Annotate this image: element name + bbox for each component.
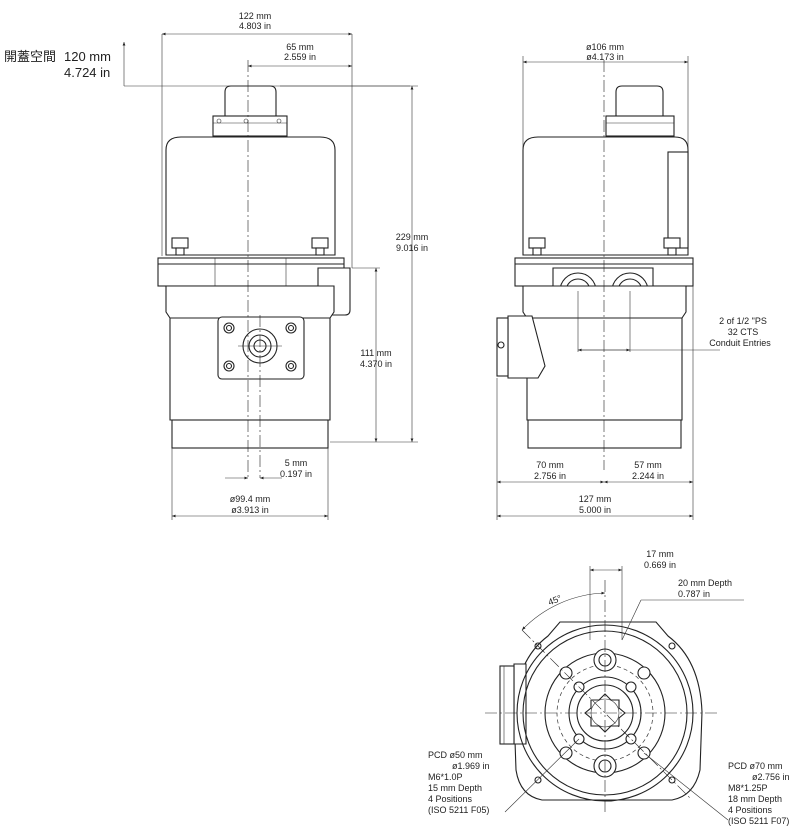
base-dia-mm-label: ø99.4 mm bbox=[230, 494, 271, 504]
drive-offset-in-label: 0.669 in bbox=[644, 560, 676, 570]
shaft-offset-in-label: 0.197 in bbox=[280, 469, 312, 479]
right-offset-mm-label: 57 mm bbox=[634, 460, 662, 470]
cover-dia-in-label: ø4.173 in bbox=[586, 52, 624, 62]
pcd-small-line1: PCD ø50 mm bbox=[428, 750, 483, 760]
conduit-line1-label: 2 of 1/2 "PS bbox=[719, 316, 767, 326]
offset-mm-label: 65 mm bbox=[286, 42, 314, 52]
angle-label: 45° bbox=[547, 593, 564, 608]
drive-depth-label: 20 mm Depth bbox=[678, 578, 732, 588]
pcd-small-line2: ø1.969 in bbox=[452, 761, 490, 771]
side-dimensions bbox=[496, 56, 720, 520]
pcd-small-line6: (ISO 5211 F05) bbox=[428, 805, 489, 815]
conduit-line3-label: Conduit Entries bbox=[709, 338, 771, 348]
clearance-mm-label: 120 mm bbox=[64, 49, 111, 64]
clearance-in-label: 4.724 in bbox=[64, 65, 110, 80]
pcd-large-line2: ø2.756 in bbox=[752, 772, 790, 782]
height-mm-label: 229 mm bbox=[396, 232, 429, 242]
front-dimension-labels: 122 mm 4.803 in 65 mm 2.559 in 開蓋空間 120 … bbox=[4, 11, 428, 515]
base-dia-in-label: ø3.913 in bbox=[231, 505, 269, 515]
bottom-dimensions bbox=[504, 566, 744, 821]
lower-height-in-label: 4.370 in bbox=[360, 359, 392, 369]
width-in-label: 4.803 in bbox=[239, 21, 271, 31]
front-dimensions bbox=[122, 32, 418, 520]
left-offset-mm-label: 70 mm bbox=[536, 460, 564, 470]
pcd-large-line3: M8*1.25P bbox=[728, 783, 768, 793]
pcd-large-line4: 18 mm Depth bbox=[728, 794, 782, 804]
bottom-dimension-labels: 45° 17 mm 0.669 in 20 mm Depth 0.787 in … bbox=[428, 549, 790, 826]
bottom-view bbox=[485, 580, 720, 815]
front-view bbox=[157, 60, 351, 478]
cover-dia-mm-label: ø106 mm bbox=[586, 42, 624, 52]
side-view bbox=[496, 60, 694, 470]
left-offset-in-label: 2.756 in bbox=[534, 471, 566, 481]
shaft-offset-mm-label: 5 mm bbox=[285, 458, 308, 468]
pcd-small-line4: 15 mm Depth bbox=[428, 783, 482, 793]
conduit-line2-label: 32 CTS bbox=[728, 327, 759, 337]
pcd-large-line5: 4 Positions bbox=[728, 805, 773, 815]
right-offset-in-label: 2.244 in bbox=[632, 471, 664, 481]
side-width-in-label: 5.000 in bbox=[579, 505, 611, 515]
drive-offset-mm-label: 17 mm bbox=[646, 549, 674, 559]
lower-height-mm-label: 111 mm bbox=[360, 348, 391, 358]
pcd-large-line1: PCD ø70 mm bbox=[728, 761, 783, 771]
height-in-label: 9.016 in bbox=[396, 243, 428, 253]
width-mm-label: 122 mm bbox=[239, 11, 272, 21]
pcd-small-line5: 4 Positions bbox=[428, 794, 473, 804]
offset-in-label: 2.559 in bbox=[284, 52, 316, 62]
clearance-label: 開蓋空間 bbox=[4, 49, 56, 64]
side-dimension-labels: ø106 mm ø4.173 in 2 of 1/2 "PS 32 CTS Co… bbox=[534, 42, 771, 515]
drive-depth-in-label: 0.787 in bbox=[678, 589, 710, 599]
pcd-small-line3: M6*1.0P bbox=[428, 772, 463, 782]
side-width-mm-label: 127 mm bbox=[579, 494, 612, 504]
pcd-large-line6: (ISO 5211 F07) bbox=[728, 816, 789, 826]
